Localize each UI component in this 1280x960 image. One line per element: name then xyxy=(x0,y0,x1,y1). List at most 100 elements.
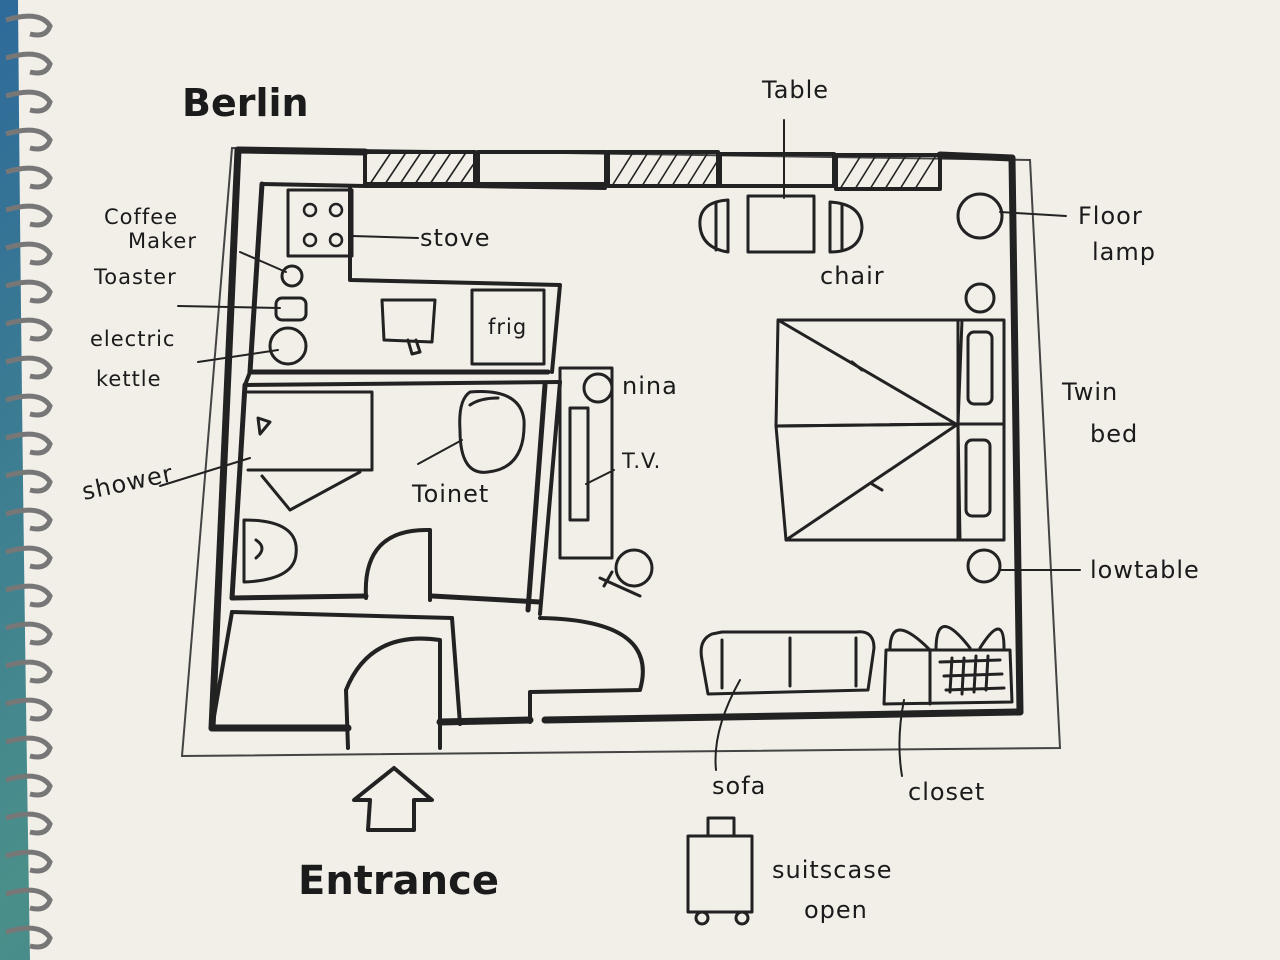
dining-table xyxy=(746,194,816,254)
bathroom-sink xyxy=(242,518,298,584)
spiral-binding xyxy=(5,13,53,950)
spiral-ring xyxy=(5,89,53,114)
wall-bottom-right xyxy=(541,708,1024,724)
bed-pillow-2 xyxy=(964,438,992,518)
label-suitcase-1: suitscase xyxy=(772,856,892,884)
electric-kettle xyxy=(268,326,308,366)
stool-base xyxy=(598,570,642,598)
label-coffee-maker-2: Maker xyxy=(128,229,197,253)
spiral-ring xyxy=(5,431,53,456)
leader-lines xyxy=(159,119,1081,777)
floor-lamp xyxy=(956,192,1004,240)
spiral-ring xyxy=(5,393,53,418)
hall-wall-bottom xyxy=(230,610,454,620)
window-1 xyxy=(363,150,477,186)
label-floor-lamp-1: Floor xyxy=(1078,202,1143,230)
label-toaster: Toaster xyxy=(93,265,177,289)
chair-left xyxy=(698,198,730,254)
bathroom-door xyxy=(363,527,432,602)
label-electric-kettle-2: kettle xyxy=(96,367,162,391)
spiral-ring xyxy=(5,659,53,684)
stove-burners xyxy=(302,202,344,248)
lowtable xyxy=(966,548,1002,584)
suitcase-wheels xyxy=(694,910,750,926)
bath-right-wall-2 xyxy=(538,380,562,616)
bedside-lamp xyxy=(964,282,996,314)
spiral-ring xyxy=(5,279,53,304)
notebook-page xyxy=(18,0,1280,960)
title: Berlin xyxy=(182,81,309,125)
window-5 xyxy=(834,153,942,191)
spiral-ring xyxy=(5,317,53,342)
spiral-ring xyxy=(5,735,53,760)
spiral-ring xyxy=(5,51,53,76)
label-table: Table xyxy=(761,76,829,104)
chair-right xyxy=(828,200,864,254)
hall-wall-right xyxy=(450,616,462,726)
nina-knob xyxy=(582,372,614,404)
spiral-ring xyxy=(5,773,53,798)
closet xyxy=(882,648,1014,706)
spiral-ring xyxy=(5,849,53,874)
spiral-ring xyxy=(5,583,53,608)
label-toilet: Toinet xyxy=(411,480,489,508)
inner-wall-top xyxy=(260,182,607,190)
spiral-ring xyxy=(5,887,53,912)
bath-bottom-wall-2 xyxy=(429,593,543,605)
label-twin-bed-2: bed xyxy=(1090,420,1138,448)
wall-bottom-mid xyxy=(436,716,534,726)
toilet xyxy=(458,390,526,474)
hall-wall-left xyxy=(210,610,234,730)
nina-cabinet xyxy=(558,366,614,560)
wall-top-right xyxy=(936,151,1016,162)
fridge xyxy=(470,288,546,366)
spiral-ring xyxy=(5,127,53,152)
label-lowtable: lowtable xyxy=(1090,556,1200,584)
bed-headboard-2 xyxy=(956,422,1006,542)
spiral-ring xyxy=(5,355,53,380)
label-stove: stove xyxy=(420,224,491,252)
label-sofa: sofa xyxy=(712,772,766,800)
kitchen-sink xyxy=(380,298,437,356)
label-suitcase-2: open xyxy=(804,896,868,924)
wall-right xyxy=(1008,154,1024,716)
bath-left-wall xyxy=(229,382,248,601)
label-floor-lamp-2: lamp xyxy=(1092,238,1156,266)
label-twin-bed-1: Twin xyxy=(1061,378,1118,406)
suitcase-icon xyxy=(686,816,754,914)
kitchen-counter xyxy=(348,184,562,374)
spiral-ring xyxy=(5,621,53,646)
label-frig: frig xyxy=(488,315,527,339)
closet-doors xyxy=(888,625,1006,652)
entrance-door xyxy=(344,636,442,750)
spiral-ring xyxy=(5,165,53,190)
bed-pillow-1 xyxy=(966,330,994,406)
wall-left xyxy=(208,146,242,732)
bath-right-wall xyxy=(525,382,548,613)
label-coffee-maker-1: Coffee xyxy=(104,205,178,229)
kitchen-left-wall xyxy=(247,181,265,375)
window-hatching xyxy=(369,153,936,190)
label-electric-kettle-1: electric xyxy=(90,327,175,351)
stool xyxy=(614,548,654,588)
entrance-arrow-icon xyxy=(352,766,434,832)
closet-door xyxy=(528,616,645,724)
spiral-ring xyxy=(5,811,53,836)
spiral-ring xyxy=(5,925,53,950)
label-closet: closet xyxy=(908,778,985,806)
label-nina: nina xyxy=(622,372,678,400)
label-tv: T.V. xyxy=(621,449,661,473)
spiral-ring xyxy=(5,697,53,722)
spiral-ring xyxy=(5,469,53,494)
spiral-ring xyxy=(5,203,53,228)
label-chair: chair xyxy=(820,262,885,290)
spiral-ring xyxy=(5,241,53,266)
sofa xyxy=(699,630,876,696)
wall-top-left xyxy=(234,146,369,156)
shower xyxy=(246,390,374,512)
label-entrance: Entrance xyxy=(298,858,499,904)
spiral-ring xyxy=(5,545,53,570)
closet-hangers xyxy=(938,654,1006,696)
